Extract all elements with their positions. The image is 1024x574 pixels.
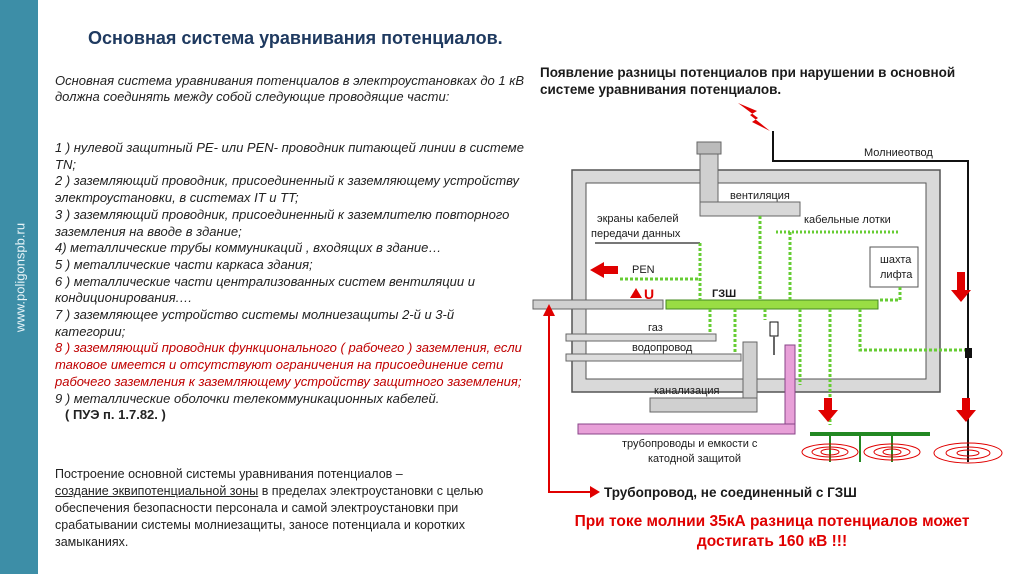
bottom-note: Построение основной системы уравнивания … [55,466,495,551]
gas-pipe [565,333,717,342]
lightning-bolt-icon [738,103,770,131]
current-arrows [818,272,976,422]
cathodic-label-2: катодной защитой [648,453,741,465]
delta-u-label: U [644,286,654,302]
side-bar: www.poligonspb.ru [0,0,38,574]
rod-clamp [965,348,972,358]
lightning-rod-wire [772,131,969,462]
gzsh-bus [665,299,879,310]
insulating-insert [769,321,779,337]
list-item: 5 ) металлические части каркаса здания; [55,256,313,272]
sewer-pipe-horiz [649,397,758,413]
list-item: 6 ) металлические части централизованных… [55,273,475,306]
note-after: в пределах электроустановки с целью обес… [55,484,484,549]
cathodic-pipe-vert [784,344,796,431]
cathodic-pipe-horiz [577,423,796,435]
list-item: 9 ) металлические оболочки телекоммуника… [55,390,440,406]
water-label: водопровод [632,342,693,354]
pointer-line [548,312,596,493]
pen-arrow-icon [590,262,618,278]
list-item: 1 ) нулевой защитный PE- или PEN- провод… [55,140,524,172]
unconnected-pipe-label: Трубопровод, не соединенный с ГЗШ [604,485,857,500]
page-title: Основная система уравнивания потенциалов… [88,28,503,48]
lightning-warning: При токе молнии 35кА разница потенциалов… [574,513,970,550]
vent-duct [699,201,801,217]
water-pipe [565,353,742,362]
vent-cap [696,141,722,155]
cathodic-label-1: трубопроводы и емкости с [622,438,758,450]
ground-rings [801,442,1003,464]
note-underlined: создание эквипотенциальной зоны [55,484,259,498]
requirements-list: 1 ) нулевой защитный PE- или PEN- провод… [55,140,525,424]
vent-chimney [699,151,719,211]
list-item: 2 ) заземляющий проводник, присоединенны… [55,173,520,206]
list-item-highlighted: 8 ) заземляющий проводник функциональног… [55,340,522,389]
list-item: 3 ) заземляющий проводник, присоединенны… [55,206,510,239]
cable-trays-label: кабельные лотки [804,214,891,226]
diagram-title: Появление разницы потенциалов при наруше… [540,65,956,97]
elevator-label-1: шахта [880,254,912,266]
ventilation-label: вентиляция [730,190,790,202]
gas-label: газ [648,322,663,334]
elevator-shaft [869,246,919,288]
sewer-label: канализация [654,385,720,397]
note-before: Построение основной системы уравнивания … [55,467,403,481]
lightning-rod-label: Молниеотвод [864,147,933,159]
delta-icon [630,288,642,298]
pointer-arrow-icon [543,304,555,316]
cable-screens-label-1: экраны кабелей [597,213,678,225]
pue-reference: ( ПУЭ п. 1.7.82. ) [65,407,166,423]
incoming-pipe [532,299,664,310]
list-item: 4) металлические трубы коммуникаций , вх… [55,240,442,256]
cable-screens-label-2: передачи данных [591,228,681,240]
pen-label: PEN [632,264,655,276]
list-item: 7 ) заземляющее устройство системы молни… [55,307,455,339]
pointer-arrow-right-icon [590,486,600,498]
gzsh-label: ГЗШ [712,288,736,300]
elevator-label-2: лифта [880,269,913,281]
intro-text: Основная система уравнивания потенциалов… [55,73,525,104]
